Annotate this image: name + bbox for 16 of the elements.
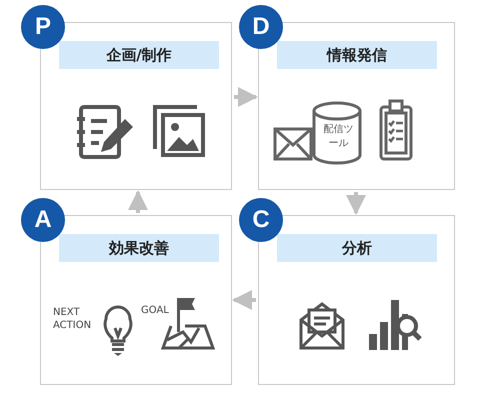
caption-text: GOAL: [141, 304, 169, 317]
stage-title: 企画/制作: [59, 41, 219, 69]
database-cylinder: [311, 101, 363, 165]
tool-label: 配信ツール: [323, 123, 354, 151]
stage-title: 情報発信: [277, 41, 437, 69]
caption-text: NEXT ACTION: [53, 306, 92, 332]
stage-letter: C: [239, 198, 283, 242]
stage-title: 効果改善: [59, 234, 219, 262]
arrow: [346, 192, 366, 215]
stage-letter: P: [21, 5, 65, 49]
stage-title: 分析: [277, 234, 437, 262]
stage-letter: A: [21, 198, 65, 242]
arrow: [128, 190, 148, 213]
stage-letter: D: [239, 5, 283, 49]
arrow: [234, 87, 258, 107]
arrow: [232, 290, 256, 310]
